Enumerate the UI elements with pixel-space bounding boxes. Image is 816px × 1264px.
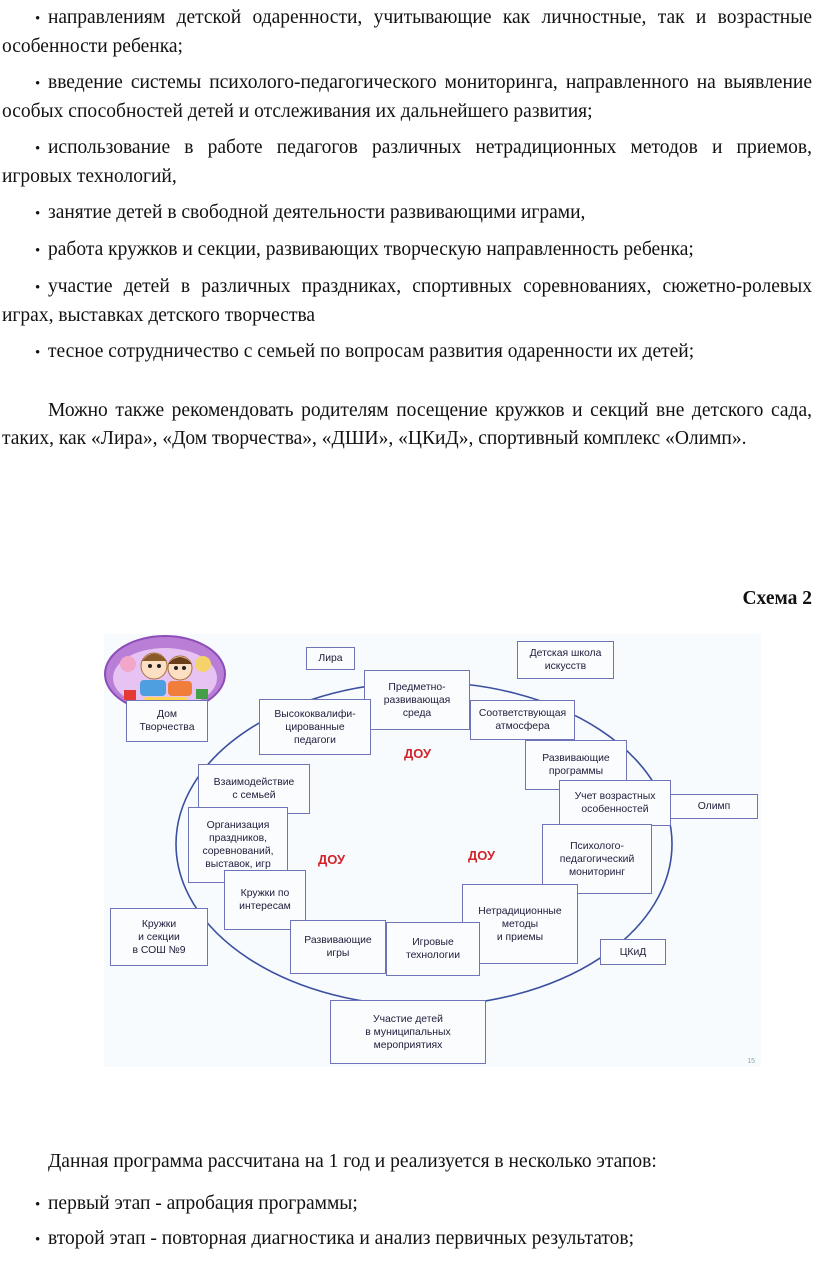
bullet-text: направлениям детской одаренности, учитыв… <box>2 7 812 57</box>
bullet-text: участие детей в различных праздниках, сп… <box>2 276 812 326</box>
bullet-text: введение системы психолого-педагогическо… <box>2 72 812 122</box>
box-metody: Нетрадиционные методы и приемы <box>462 884 578 964</box>
box-kruzhki-po-interesam: Кружки по интересам <box>224 870 306 930</box>
box-atmosfera: Соответствующая атмосфера <box>470 700 575 740</box>
bullet-item: тесное сотрудничество с семьей по вопрос… <box>2 338 812 367</box>
bullet-text: тесное сотрудничество с семьей по вопрос… <box>48 341 695 362</box>
box-semya: Взаимодействие с семьей <box>198 764 310 814</box>
diagram-figure: ДОУ ДОУ ДОУ Лира Детская школа искусств … <box>104 634 761 1067</box>
box-monitoring: Психолого- педагогический мониторинг <box>542 824 652 894</box>
box-sreda: Предметно- развивающая среда <box>364 670 470 730</box>
bullet-item: работа кружков и секции, развивающих тво… <box>2 236 812 265</box>
box-olimp: Олимп <box>670 794 758 819</box>
box-sosh: Кружки и секции в СОШ №9 <box>110 908 208 966</box>
box-uchastie: Участие детей в муниципальных мероприяти… <box>330 1000 486 1064</box>
bullet-text: первый этап - апробация программы; <box>48 1193 358 1214</box>
dou-label: ДОУ <box>318 852 346 867</box>
box-razv-igry: Развивающие игры <box>290 920 386 974</box>
bullet-text: второй этап - повторная диагностика и ан… <box>48 1228 635 1249</box>
bullet-text: работа кружков и секции, развивающих тво… <box>48 239 694 260</box>
bullet-item: первый этап - апробация программы; <box>2 1190 812 1219</box>
bullet-text: использование в работе педагогов различн… <box>2 137 812 187</box>
bullet-item: занятие детей в свободной деятельности р… <box>2 199 812 228</box>
bullet-item: введение системы психолого-педагогическо… <box>2 69 812 126</box>
program-paragraph: Данная программа рассчитана на 1 год и р… <box>48 1151 657 1172</box>
top-text-block: направлениям детской одаренности, учитыв… <box>2 4 812 453</box>
slide-number: 15 <box>747 1058 755 1065</box>
box-ckid: ЦКиД <box>600 939 666 965</box>
box-dom-tvorchestva: Дом Творчества <box>126 700 208 742</box>
dou-label: ДОУ <box>468 848 496 863</box>
box-igrovye-tehnologii: Игровые технологии <box>386 922 480 976</box>
bullet-item: использование в работе педагогов различн… <box>2 134 812 191</box>
children-illustration-icon <box>104 635 226 713</box>
bullet-text: занятие детей в свободной деятельности р… <box>48 202 586 223</box>
schema-title: Схема 2 <box>742 588 812 609</box>
box-pedagogi: Высококвалифи- цированные педагоги <box>259 699 371 755</box>
box-lira: Лира <box>306 647 355 670</box>
dou-label: ДОУ <box>404 746 432 761</box>
recommendation-paragraph: Можно также рекомендовать родителям посе… <box>2 400 812 449</box>
box-dshi: Детская школа искусств <box>517 641 614 679</box>
bottom-text-block: Данная программа рассчитана на 1 год и р… <box>2 1148 812 1254</box>
box-vozrast: Учет возрастных особенностей <box>559 780 671 826</box>
bullet-item: второй этап - повторная диагностика и ан… <box>2 1225 812 1254</box>
bullet-item: участие детей в различных праздниках, сп… <box>2 273 812 330</box>
bullet-item: направлениям детской одаренности, учитыв… <box>2 4 812 61</box>
